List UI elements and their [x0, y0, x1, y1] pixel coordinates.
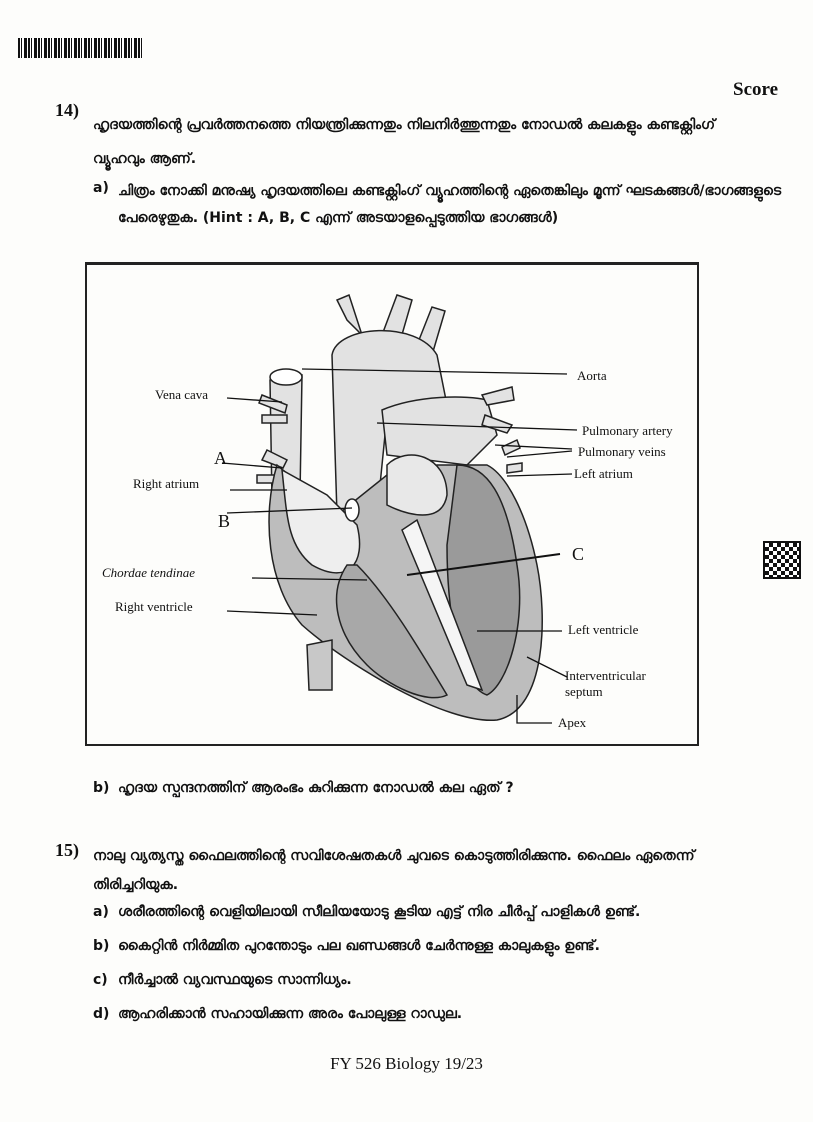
page-footer: FY 526 Biology 19/23	[330, 1054, 483, 1073]
heart-illustration	[221, 293, 578, 724]
label-interventricular: Interventricular	[565, 668, 646, 683]
label-left-ventricle: Left ventricle	[568, 622, 639, 637]
question-15d-label: d)	[93, 1006, 110, 1022]
question-15d-text: ആഹരിക്കാൻ സഹായിക്കുന്ന അരം പോലുള്ള റാഡുല…	[118, 1006, 463, 1022]
barcode	[18, 38, 143, 58]
question-14b-label: b)	[93, 780, 110, 796]
label-b: B	[218, 511, 231, 531]
label-c: C	[572, 544, 585, 564]
question-15a-text: ശരീരത്തിന്റെ വെളിയിലായി സീലിയയോടു കൂടിയ …	[118, 904, 641, 920]
label-a: A	[214, 448, 227, 468]
label-pulmonary-artery: Pulmonary artery	[582, 423, 673, 438]
question-15a-label: a)	[93, 904, 109, 920]
question-15b-text: കൈറ്റിൻ നിർമ്മിത പുറന്തോടും പല ഖണ്ഡങ്ങൾ …	[118, 938, 600, 954]
question-15-stem: നാലു വ്യത്യസ്ത ഫൈലത്തിന്റെ സവിശേഷതകൾ ചുവ…	[93, 848, 695, 893]
label-right-ventricle: Right ventricle	[115, 599, 193, 614]
label-septum: septum	[565, 684, 603, 699]
label-left-atrium: Left atrium	[574, 466, 633, 481]
question-15b-label: b)	[93, 938, 110, 954]
question-14b-text: ഹൃദയ സ്പന്ദനത്തിന് ആരംഭം കുറിക്കുന്ന നോഡ…	[118, 780, 514, 796]
score-label: Score	[733, 79, 779, 100]
question-15c-text: നീർച്ചാൽ വ്യവസ്ഥയുടെ സാന്നിധ്യം.	[118, 972, 352, 988]
question-14-stem: ഹൃദയത്തിന്റെ പ്രവർത്തനത്തെ നിയന്ത്രിക്കു…	[93, 117, 716, 167]
label-vena-cava: Vena cava	[155, 387, 209, 402]
label-apex: Apex	[558, 715, 587, 730]
question-15c-label: c)	[93, 972, 108, 988]
label-aorta: Aorta	[577, 368, 607, 383]
question-14a-text: ചിത്രം നോക്കി മനുഷ്യ ഹൃദയത്തിലെ കണ്ടക്റ്…	[118, 183, 782, 226]
question-15-number: 15)	[55, 840, 79, 860]
qr-code	[763, 541, 801, 579]
label-right-atrium: Right atrium	[133, 476, 200, 491]
question-14a-label: a)	[93, 180, 109, 196]
question-14-number: 14)	[55, 100, 79, 120]
label-chordae-tendinae: Chordae tendinae	[102, 565, 196, 580]
heart-diagram: Aorta Vena cava Pulmonary artery Pulmona…	[85, 262, 699, 746]
label-pulmonary-veins: Pulmonary veins	[578, 444, 666, 459]
